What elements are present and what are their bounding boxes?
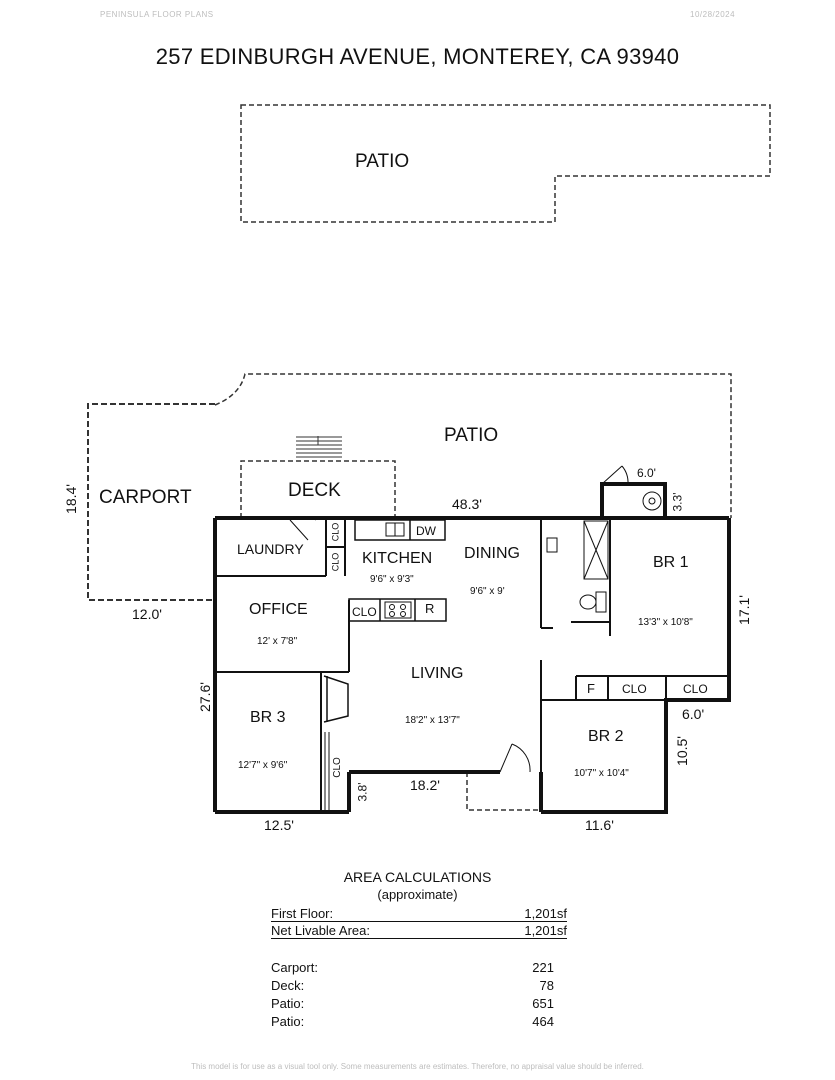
patio-main-label: PATIO <box>444 425 499 446</box>
top-width-measure: 48.3' <box>452 496 482 512</box>
patio-step-measure: 6.0' <box>637 466 656 480</box>
kitchen-counters <box>348 519 447 622</box>
dining-label: DINING <box>464 545 520 562</box>
carport-width-measure: 12.0' <box>132 606 162 622</box>
interior-walls <box>215 518 729 812</box>
kitchen-closet-label: CLO <box>352 605 377 619</box>
bump-height-measure: 3.3' <box>670 492 685 512</box>
br2-height-measure: 10.5' <box>673 736 690 766</box>
furnace-label: F <box>587 681 595 696</box>
br3-dimensions: 12'7" x 9'6" <box>238 760 288 771</box>
carport-height-measure: 18.4' <box>62 484 79 514</box>
area-row-first-floor: First Floor: 1,201sf <box>271 906 567 922</box>
page-title: 257 EDINBURGH AVENUE, MONTEREY, CA 93940 <box>155 44 680 69</box>
small-height-measure: 3.8' <box>355 782 370 802</box>
door-swings <box>289 465 629 773</box>
br3-closet <box>324 732 330 810</box>
area-extra-deck: Deck: 78 <box>271 978 554 993</box>
top-patio-outline <box>240 104 771 223</box>
company-label: PENINSULA FLOOR PLANS <box>100 10 214 19</box>
deck-label: DECK <box>288 480 341 501</box>
sink-bathroom-icon <box>546 537 558 553</box>
area-extra-label: Patio: <box>271 1014 305 1029</box>
disclaimer-footer: This model is for use as a visual tool o… <box>191 1062 644 1071</box>
area-row-label: Net Livable Area: <box>271 923 371 938</box>
area-row-value: 1,201sf <box>524 906 567 921</box>
left-height-measure: 27.6' <box>196 682 213 712</box>
right-step-measure: 6.0' <box>682 706 705 722</box>
area-extra-label: Patio: <box>271 996 305 1011</box>
br3-closet-label: CLO <box>331 757 343 778</box>
date-label: 10/28/2024 <box>690 10 736 19</box>
laundry-closet-label-2: CLO <box>330 552 341 572</box>
area-row-net-livable: Net Livable Area: 1,201sf <box>271 923 567 939</box>
closet-label-1: CLO <box>622 682 647 696</box>
area-extra-value: 78 <box>539 978 554 993</box>
toilet-icon <box>579 591 607 613</box>
laundry-label: LAUNDRY <box>237 541 304 557</box>
br2-dimensions: 10'7" x 10'4" <box>574 768 629 779</box>
right-height-measure: 17.1' <box>735 595 752 625</box>
carport-outline <box>87 403 215 601</box>
kitchen-label: KITCHEN <box>362 550 433 567</box>
area-extra-value: 651 <box>532 996 554 1011</box>
kitchen-dimensions: 9'6" x 9'3" <box>370 574 414 585</box>
br1-label: BR 1 <box>653 554 689 571</box>
br1-dimensions: 13'3" x 10'8" <box>638 617 693 628</box>
living-dimensions: 18'2" x 13'7" <box>405 715 460 726</box>
main-patio-outline <box>214 373 732 518</box>
area-calculations-subtitle: (approximate) <box>377 887 458 902</box>
dining-dimensions: 9'6" x 9' <box>470 586 505 597</box>
area-extra-patio-2: Patio: 464 <box>271 1014 554 1029</box>
area-extra-patio-1: Patio: 651 <box>271 996 554 1011</box>
laundry-closet-label-1: CLO <box>330 522 341 542</box>
entry-landing-outline <box>466 772 541 811</box>
fireplace-icon <box>323 675 349 723</box>
cooktop-icon <box>384 601 412 619</box>
area-calculations-title: AREA CALCULATIONS <box>343 869 492 885</box>
office-dimensions: 12' x 7'8" <box>257 636 298 647</box>
closet-label-2: CLO <box>683 682 708 696</box>
outdoor-fixture-icon <box>642 491 662 511</box>
patio-top-label: PATIO <box>355 151 410 172</box>
deck-stairs <box>296 436 342 458</box>
carport-label: CARPORT <box>99 487 192 508</box>
br3-label: BR 3 <box>250 709 286 726</box>
area-extra-value: 221 <box>532 960 554 975</box>
area-row-label: First Floor: <box>271 906 334 921</box>
area-extra-label: Deck: <box>271 978 305 993</box>
living-label: LIVING <box>411 665 464 682</box>
sink-icon <box>385 522 405 537</box>
shower-icon <box>583 520 609 580</box>
br2-label: BR 2 <box>588 728 624 745</box>
refrigerator-label: R <box>425 601 435 616</box>
deck-outline <box>240 460 396 518</box>
office-label: OFFICE <box>249 601 308 618</box>
bottom-right-measure: 11.6' <box>585 817 614 833</box>
area-row-value: 1,201sf <box>524 923 567 938</box>
dishwasher-label: DW <box>416 524 436 538</box>
area-extra-carport: Carport: 221 <box>271 960 554 975</box>
area-extra-value: 464 <box>532 1014 554 1029</box>
exterior-walls <box>213 482 731 814</box>
living-bottom-measure: 18.2' <box>410 777 440 793</box>
bottom-left-measure: 12.5' <box>264 817 294 833</box>
area-extra-label: Carport: <box>271 960 318 975</box>
